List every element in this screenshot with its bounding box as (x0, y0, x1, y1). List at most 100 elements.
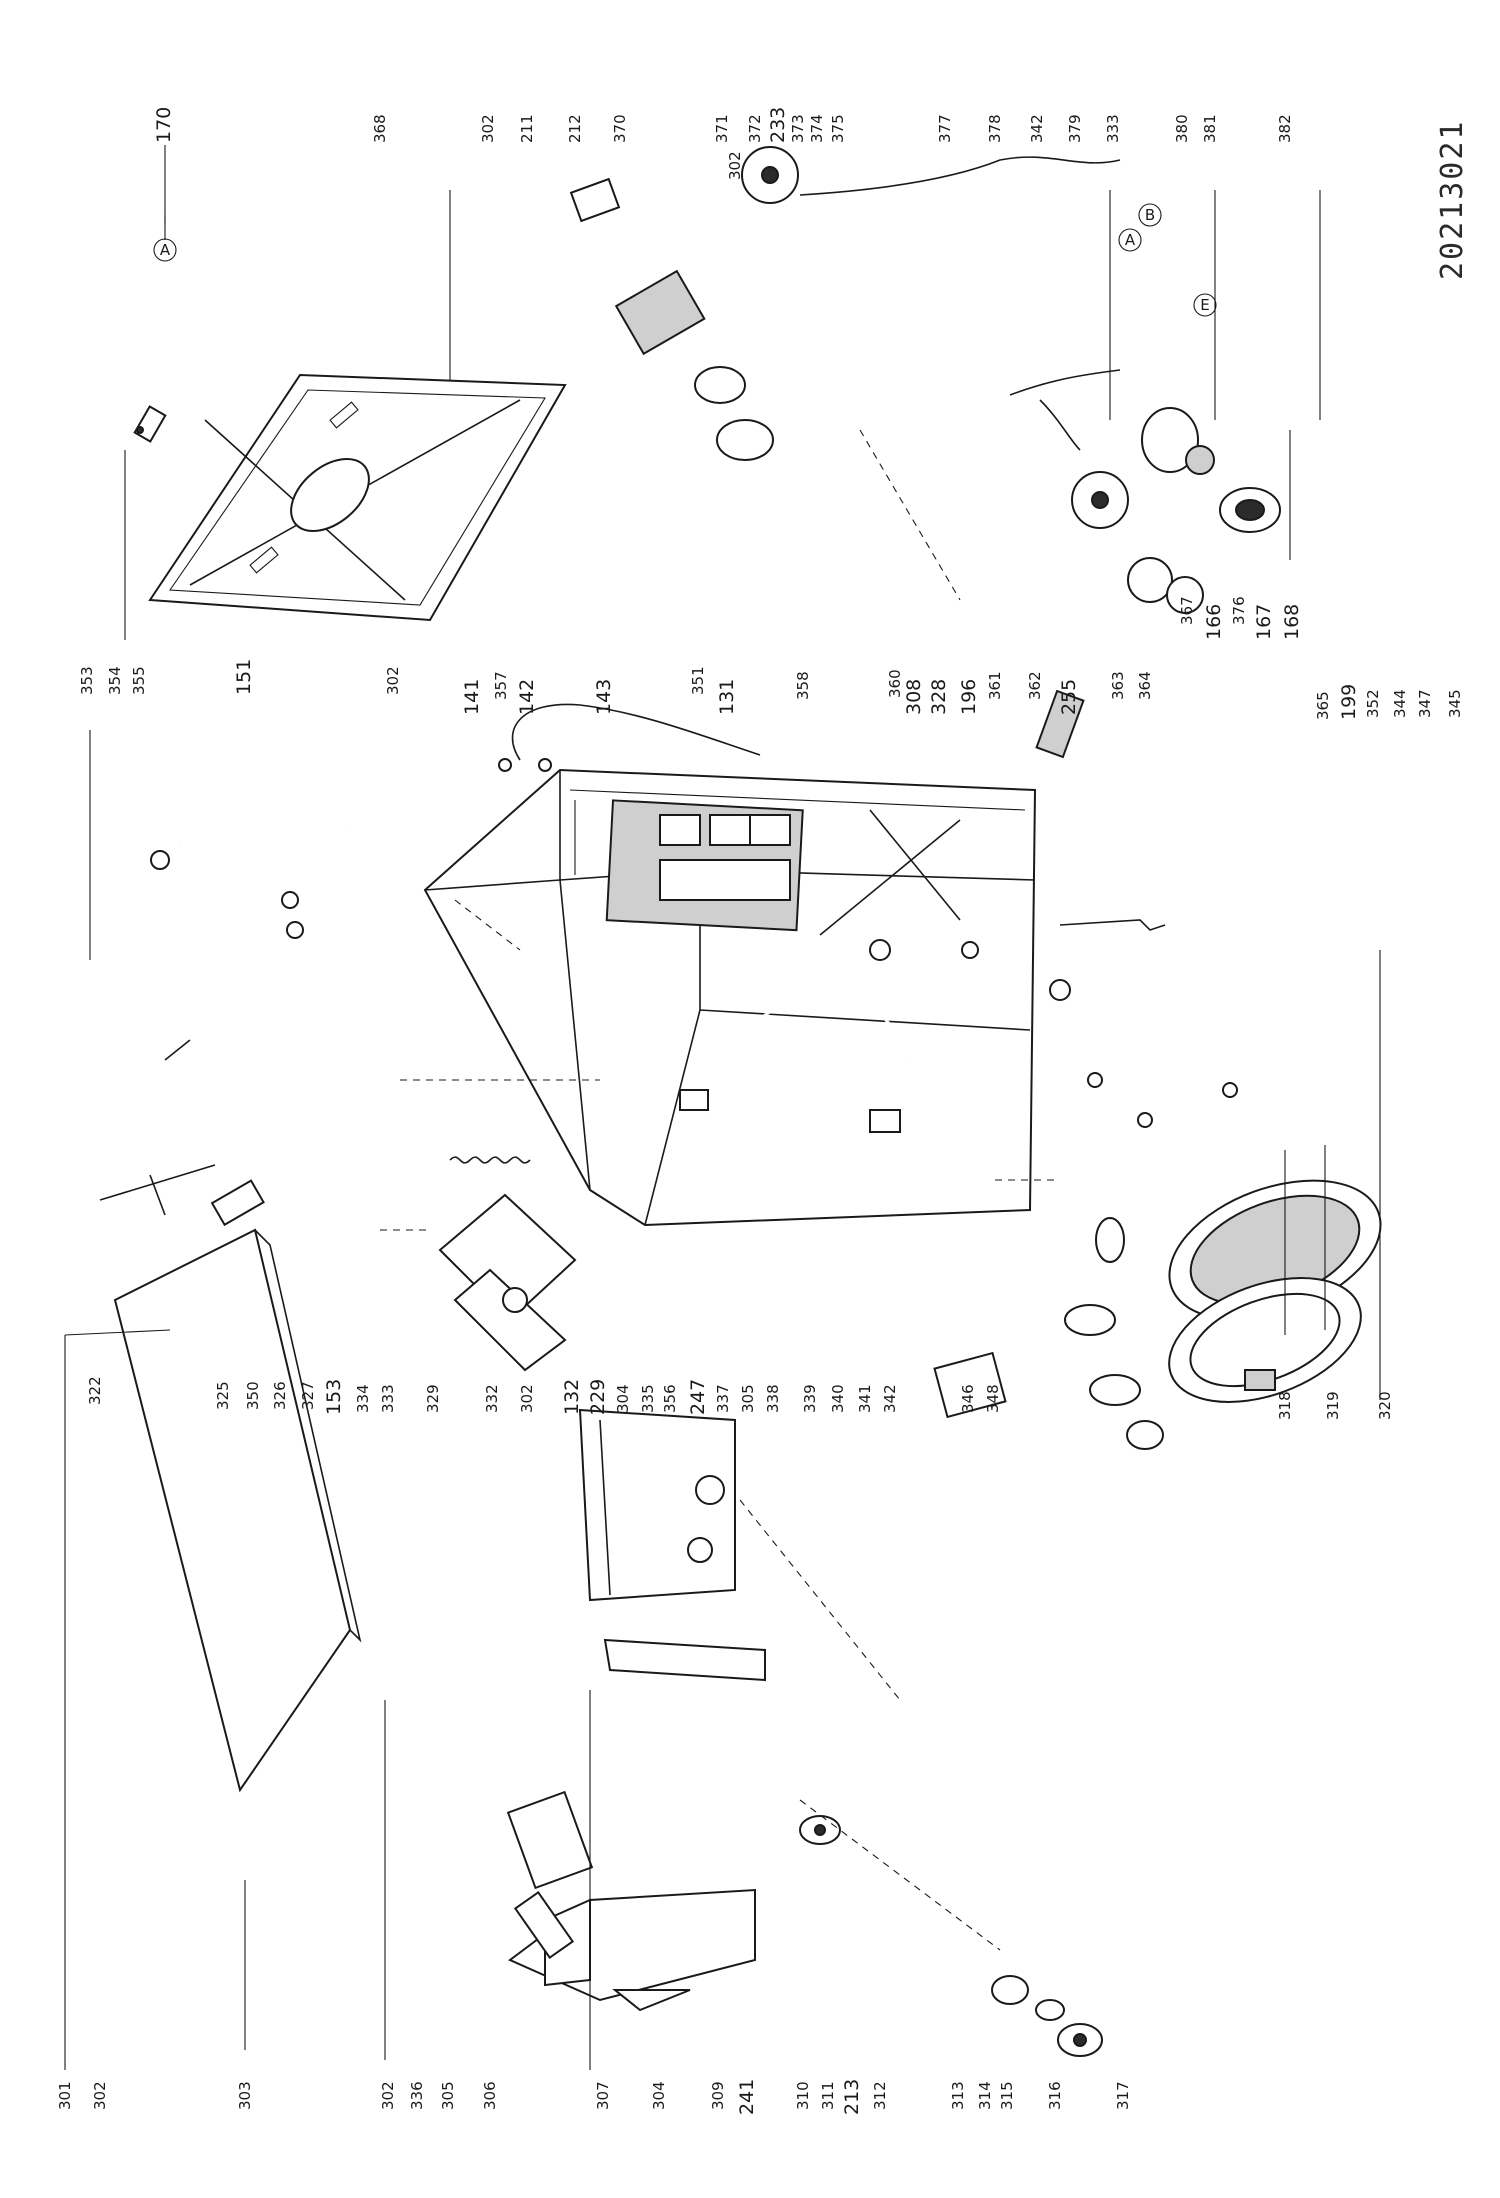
label-196: 196 (958, 679, 980, 715)
label-333: 333 (1104, 114, 1122, 143)
label-315: 315 (998, 2081, 1016, 2110)
label-332: 332 (483, 1384, 501, 1413)
bracket-355 (133, 405, 167, 443)
label-341: 341 (856, 1384, 874, 1413)
label-363: 363 (1109, 671, 1127, 700)
label-337: 337 (714, 1384, 732, 1413)
label-303: 303 (236, 2081, 254, 2110)
label-342: 342 (881, 1384, 899, 1413)
label-347: 347 (1416, 689, 1434, 718)
label-302d: 302 (518, 1384, 536, 1413)
label-351: 351 (689, 666, 707, 695)
label-312: 312 (871, 2081, 889, 2110)
label-142: 142 (516, 679, 538, 715)
label-326: 326 (271, 1381, 289, 1410)
labels-left: 301 302 303 302 336 305 306 307 304 309 … (56, 2079, 1132, 2115)
labels-top: 170 368 302 211 212 370 371 302 372 233 … (153, 107, 1294, 180)
label-350: 350 (244, 1381, 262, 1410)
arrow-marker-e: E (1193, 293, 1217, 317)
leader-lines (64, 190, 1381, 2070)
component-255 (1035, 689, 1085, 759)
label-327: 327 (299, 1381, 317, 1410)
label-328: 328 (928, 679, 950, 715)
knob-310 (799, 1815, 841, 1845)
label-313: 313 (949, 2081, 967, 2110)
label-376: 376 (1230, 596, 1248, 625)
label-371: 371 (713, 114, 731, 143)
label-302f: 302 (379, 2081, 397, 2110)
arrow-marker-b: B (1138, 203, 1162, 227)
label-301: 301 (56, 2081, 74, 2110)
label-382: 382 (1276, 114, 1294, 143)
cabinet-frame (423, 768, 1037, 1227)
label-167: 167 (1253, 604, 1275, 640)
inlet-hose-151 (150, 822, 381, 939)
label-380: 380 (1173, 114, 1191, 143)
label-370: 370 (611, 114, 629, 143)
label-141: 141 (461, 679, 483, 715)
label-345: 345 (1446, 689, 1464, 718)
label-354: 354 (106, 666, 124, 695)
label-131: 131 (716, 679, 738, 715)
label-362: 362 (1026, 671, 1044, 700)
detergent-drawer-241 (506, 1790, 756, 2012)
label-357: 357 (492, 671, 510, 700)
label-336: 336 (408, 2081, 426, 2110)
label-353: 353 (78, 666, 96, 695)
label-329: 329 (424, 1384, 442, 1413)
label-213: 213 (841, 2079, 863, 2115)
label-352: 352 (1364, 689, 1382, 718)
label-346: 346 (959, 1384, 977, 1413)
labels-right: 353 354 355 151 302 141 357 142 143 131 … (78, 596, 1464, 720)
arrow-marker-a-top: A (153, 238, 177, 262)
label-168: 168 (1281, 604, 1303, 640)
label-151: 151 (233, 659, 255, 695)
label-233: 233 (767, 107, 789, 143)
label-356: 356 (661, 1384, 679, 1413)
label-339: 339 (801, 1384, 819, 1413)
label-302: 302 (479, 114, 497, 143)
label-153: 153 (323, 1379, 345, 1415)
label-340: 340 (829, 1384, 847, 1413)
label-379: 379 (1066, 114, 1084, 143)
spring-332 (449, 1156, 531, 1164)
label-377: 377 (936, 114, 954, 143)
label-302c: 302 (384, 666, 402, 695)
label-342: 342 (1028, 114, 1046, 143)
label-302e: 302 (91, 2081, 109, 2110)
document-number: 20213021 (1435, 120, 1470, 281)
label-320: 320 (1376, 1391, 1394, 1420)
top-frame-368 (148, 373, 567, 622)
label-361: 361 (986, 671, 1004, 700)
label-143: 143 (593, 679, 615, 715)
label-355: 355 (130, 666, 148, 695)
pump-assembly (1071, 407, 1281, 614)
label-311: 311 (819, 2081, 837, 2110)
label-367: 367 (1178, 596, 1196, 625)
label-373: 373 (789, 114, 807, 143)
labels-mid: 322 325 350 326 327 153 334 333 329 332 … (86, 1376, 1394, 1420)
lid-301 (113, 1228, 362, 1793)
label-360: 360 (886, 669, 904, 698)
label-319: 319 (1324, 1391, 1342, 1420)
label-310: 310 (794, 2081, 812, 2110)
arrow-marker-a: A (1118, 228, 1142, 252)
label-335: 335 (639, 1384, 657, 1413)
label-170: 170 (153, 107, 175, 143)
label-381: 381 (1201, 114, 1219, 143)
label-338: 338 (764, 1384, 782, 1413)
label-334: 334 (354, 1384, 372, 1413)
control-panel-331 (438, 1193, 766, 1682)
label-302b: 302 (726, 151, 744, 180)
label-229: 229 (587, 1379, 609, 1415)
label-364: 364 (1136, 671, 1154, 700)
svg-text:A: A (160, 241, 171, 259)
label-344: 344 (1391, 689, 1409, 718)
bracket-365 (1049, 919, 1238, 1128)
label-378: 378 (986, 114, 1004, 143)
label-358: 358 (794, 671, 812, 700)
drain-hose-170 (70, 145, 216, 258)
control-parts-211-212 (569, 146, 1121, 461)
